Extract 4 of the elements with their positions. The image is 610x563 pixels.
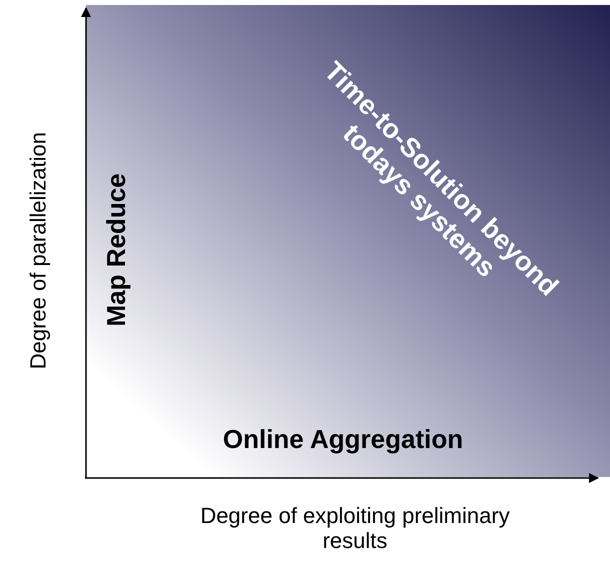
region-label: Map Reduce — [102, 172, 132, 329]
region-label: Online Aggregation — [222, 425, 464, 455]
axis-label: Degree of exploiting preliminary results — [199, 502, 511, 554]
axis-label: Degree of parallelization — [25, 130, 51, 371]
